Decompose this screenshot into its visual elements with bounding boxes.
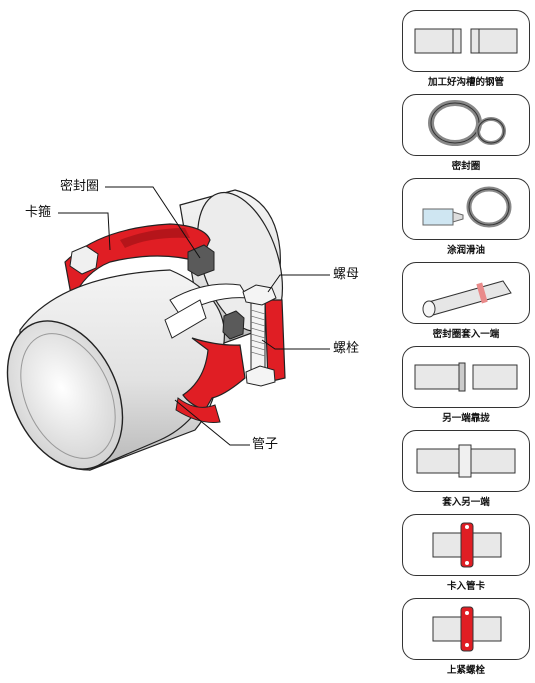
clamp-lower bbox=[175, 299, 286, 423]
seal-ring bbox=[164, 283, 249, 339]
nut-label: 螺母 bbox=[333, 267, 360, 282]
step-panel: 加工好沟槽的钢管 bbox=[402, 10, 530, 89]
step-label: 套入另一端 bbox=[442, 497, 490, 508]
step-label: 上紧螺栓 bbox=[446, 665, 485, 676]
seal-ring-label: 密封圈 bbox=[60, 179, 100, 194]
step-panel: 另一端靠拢 bbox=[402, 346, 530, 425]
seal-rings-icon bbox=[402, 94, 530, 156]
step-panel: 密封圈套入一端 bbox=[402, 262, 530, 341]
step-label: 涂润滑油 bbox=[446, 245, 485, 256]
clamp-tightened-icon bbox=[402, 598, 530, 660]
step-label: 密封圈 bbox=[451, 161, 481, 172]
clamp-label: 卡箍 bbox=[25, 205, 52, 220]
step-label: 卡入管卡 bbox=[446, 581, 485, 592]
step-panel: 套入另一端 bbox=[402, 430, 530, 509]
step-panel: 密封圈 bbox=[402, 94, 530, 173]
bolt-label: 螺栓 bbox=[333, 341, 360, 356]
gasket-block bbox=[187, 244, 245, 340]
step-panel: 涂润滑油 bbox=[402, 178, 530, 257]
step-panel: 上紧螺栓 bbox=[402, 598, 530, 677]
pipe-label: 管子 bbox=[252, 437, 279, 452]
seal-covering-joint-icon bbox=[402, 430, 530, 492]
bolt-assembly bbox=[242, 284, 277, 387]
clamp-on-joint-icon bbox=[402, 514, 530, 576]
clamp-upper bbox=[64, 223, 211, 302]
step-panel: 卡入管卡 bbox=[402, 514, 530, 593]
leader-lines bbox=[58, 186, 330, 446]
pipes-aligned-icon bbox=[402, 346, 530, 408]
lubricant-tube-icon bbox=[402, 178, 530, 240]
step-label: 另一端靠拢 bbox=[442, 413, 490, 424]
seal-on-pipe-icon bbox=[402, 262, 530, 324]
step-label: 密封圈套入一端 bbox=[432, 329, 500, 340]
coupling-diagram bbox=[6, 186, 330, 471]
step-label: 加工好沟槽的钢管 bbox=[427, 77, 504, 88]
grooved-pipes-icon bbox=[402, 10, 530, 72]
